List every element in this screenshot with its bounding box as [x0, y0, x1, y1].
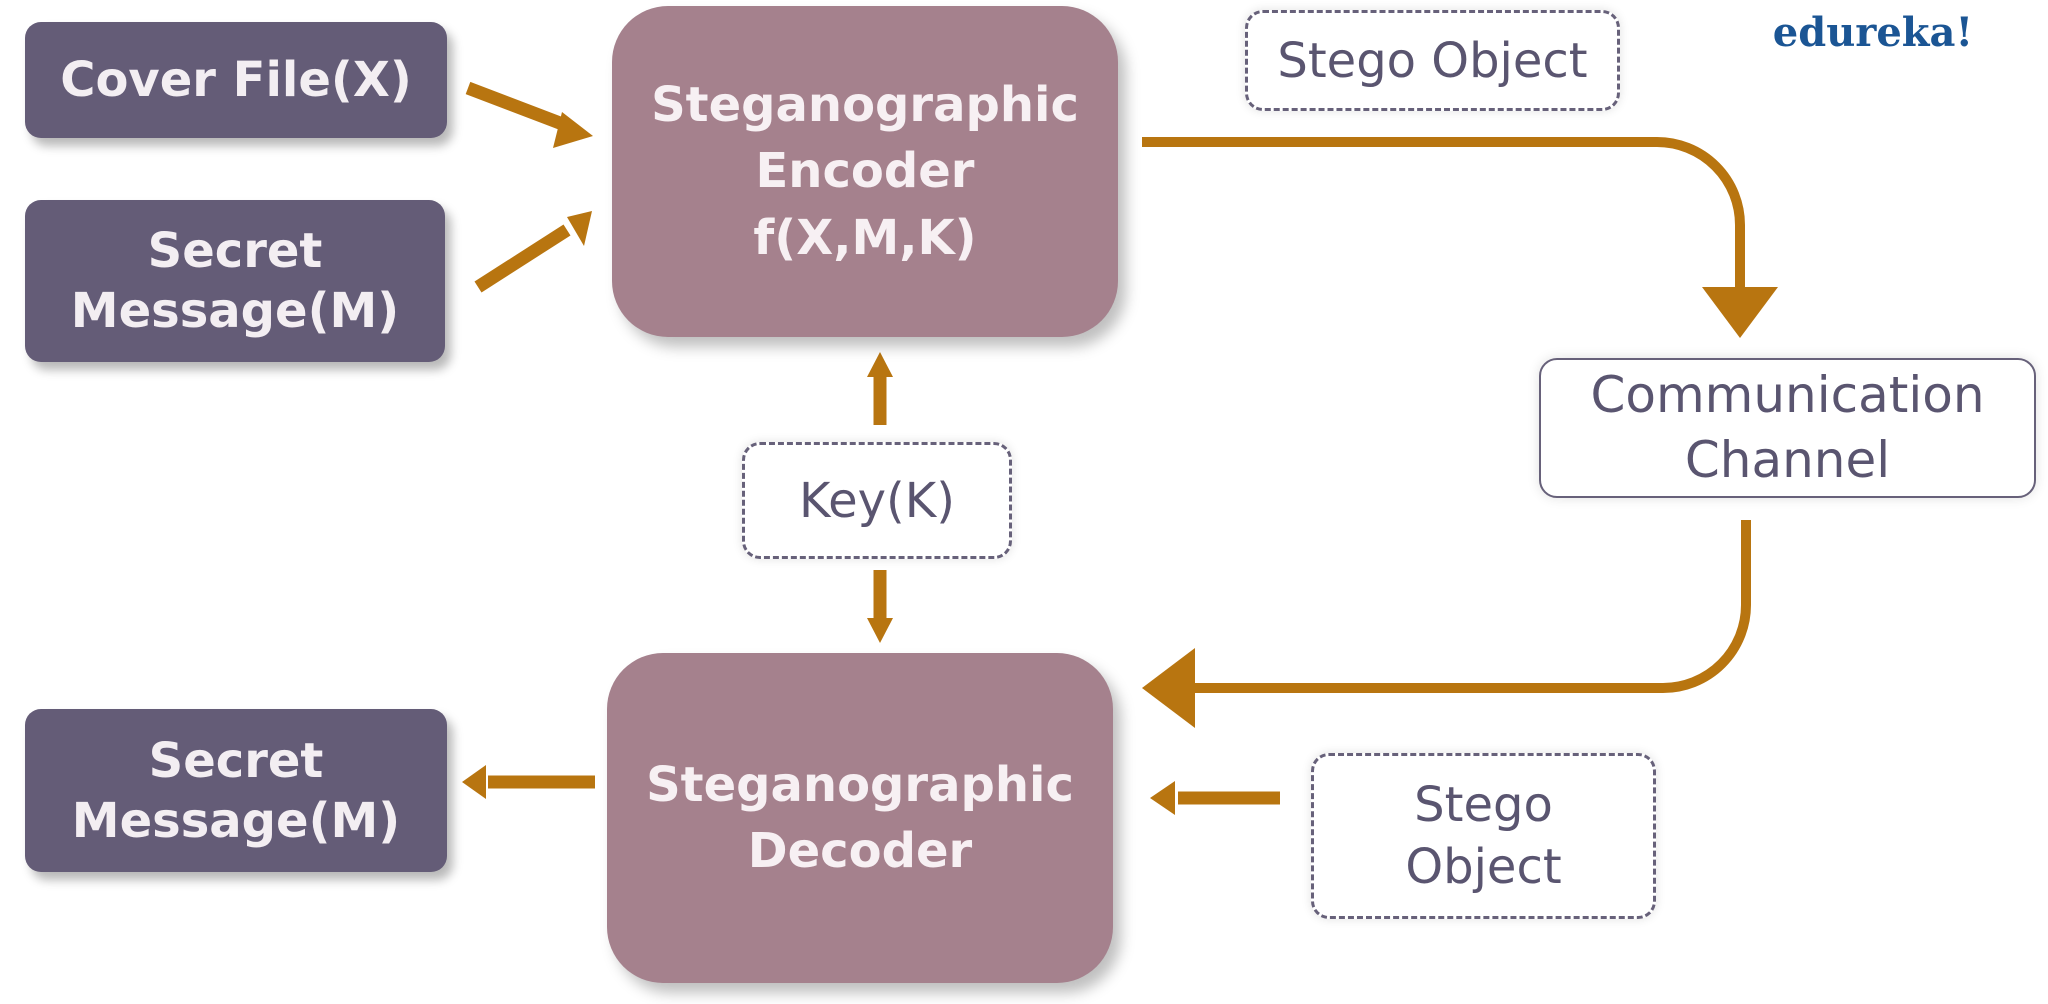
arrowhead-decoder-out: [462, 765, 486, 799]
encoder-line1: Steganographic: [651, 77, 1079, 134]
decoder-line1: Steganographic: [646, 756, 1074, 813]
encoder-line2: Encoder: [755, 143, 975, 200]
stego-object-bottom-line1: Stego: [1414, 776, 1553, 833]
arrow-secret-to-encoder: [474, 224, 571, 293]
key-box: Key(K): [742, 442, 1012, 559]
arrowhead-channel-in: [1702, 287, 1778, 338]
arrowhead-decoder-in: [1142, 648, 1195, 728]
arrow-channel-to-decoder: [1195, 520, 1751, 693]
decoder-line2: Decoder: [747, 823, 973, 879]
arrowhead-stego-in: [1150, 781, 1175, 815]
arrowhead-secret: [567, 211, 592, 246]
cover-file-label: Cover File(X): [60, 52, 412, 108]
secret-message-output-line2: Message(M): [71, 792, 401, 849]
steganographic-decoder-box: Steganographic Decoder: [607, 653, 1113, 983]
encoder-line3: f(X,M,K): [753, 209, 977, 266]
communication-channel-box: Communication Channel: [1539, 358, 2036, 498]
arrowhead-key-down: [867, 618, 893, 643]
stego-object-bottom-line2: Object: [1405, 839, 1562, 895]
secret-message-input-line2: Message(M): [70, 283, 400, 339]
edureka-logo: edureka!: [1772, 8, 1973, 56]
stego-object-bottom-box: Stego Object: [1311, 753, 1656, 919]
stego-object-top-label: Stego Object: [1277, 32, 1588, 89]
arrow-encoder-to-channel: [1142, 137, 1745, 292]
secret-message-output-box: Secret Message(M): [25, 709, 447, 872]
channel-line1: Communication: [1590, 366, 1985, 424]
key-label: Key(K): [799, 472, 955, 529]
arrow-cover-to-encoder: [465, 81, 568, 132]
cover-file-box: Cover File(X): [25, 22, 447, 138]
secret-message-input-box: Secret Message(M): [25, 200, 445, 362]
channel-line2: Channel: [1684, 431, 1891, 489]
arrowhead-key-up: [867, 352, 893, 377]
steganographic-encoder-box: Steganographic Encoder f(X,M,K): [612, 6, 1118, 337]
secret-message-output-line1: Secret: [148, 732, 324, 789]
stego-object-top-box: Stego Object: [1245, 10, 1620, 111]
arrowhead-cover: [553, 112, 593, 148]
secret-message-input-line1: Secret: [147, 223, 323, 279]
